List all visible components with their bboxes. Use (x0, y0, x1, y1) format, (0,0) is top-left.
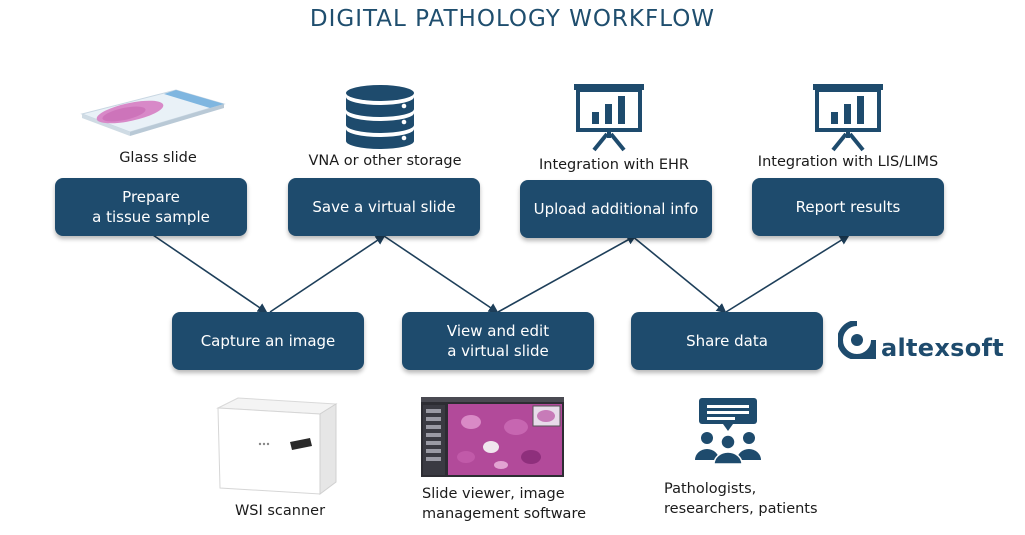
presentation-chart-icon (574, 84, 644, 152)
step-report-results: Report results (752, 178, 944, 236)
step-share-data: Share data (631, 312, 823, 370)
audience-icon (695, 398, 761, 464)
caption-storage: VNA or other storage (308, 153, 462, 169)
arrow-view-to-upload (497, 235, 637, 313)
arrow-upload-to-share (631, 235, 727, 314)
altexsoft-logo-icon (838, 321, 876, 359)
arrow-share-to-report (725, 234, 850, 313)
page-title: DIGITAL PATHOLOGY WORKFLOW (309, 6, 716, 32)
caption-audience: Pathologists, researchers, patients (664, 481, 818, 517)
caption-slide-viewer: Slide viewer, image management software (422, 486, 587, 522)
database-icon (346, 85, 414, 149)
step-capture-image: Capture an image (172, 312, 364, 370)
wsi-scanner-icon (216, 397, 338, 495)
arrow-prepare-to-capture (149, 232, 268, 314)
slide-viewer-screenshot (421, 397, 564, 477)
brand-name: altexsoft (881, 334, 1005, 362)
glass-slide-icon (80, 89, 226, 136)
step-upload-additional-info: Upload additional info (520, 180, 712, 238)
presentation-chart-icon (813, 84, 883, 152)
caption-glass-slide: Glass slide (119, 150, 197, 166)
caption-wsi-scanner: WSI scanner (234, 503, 326, 519)
step-save-virtual-slide: Save a virtual slide (288, 178, 480, 236)
caption-lis: Integration with LIS/LIMS (757, 154, 939, 170)
step-prepare-tissue-sample: Prepare a tissue sample (55, 178, 247, 236)
arrow-save-to-view (383, 235, 499, 314)
caption-ehr: Integration with EHR (538, 157, 690, 173)
arrow-capture-to-save (269, 234, 386, 313)
step-view-edit-virtual-slide: View and edit a virtual slide (402, 312, 594, 370)
